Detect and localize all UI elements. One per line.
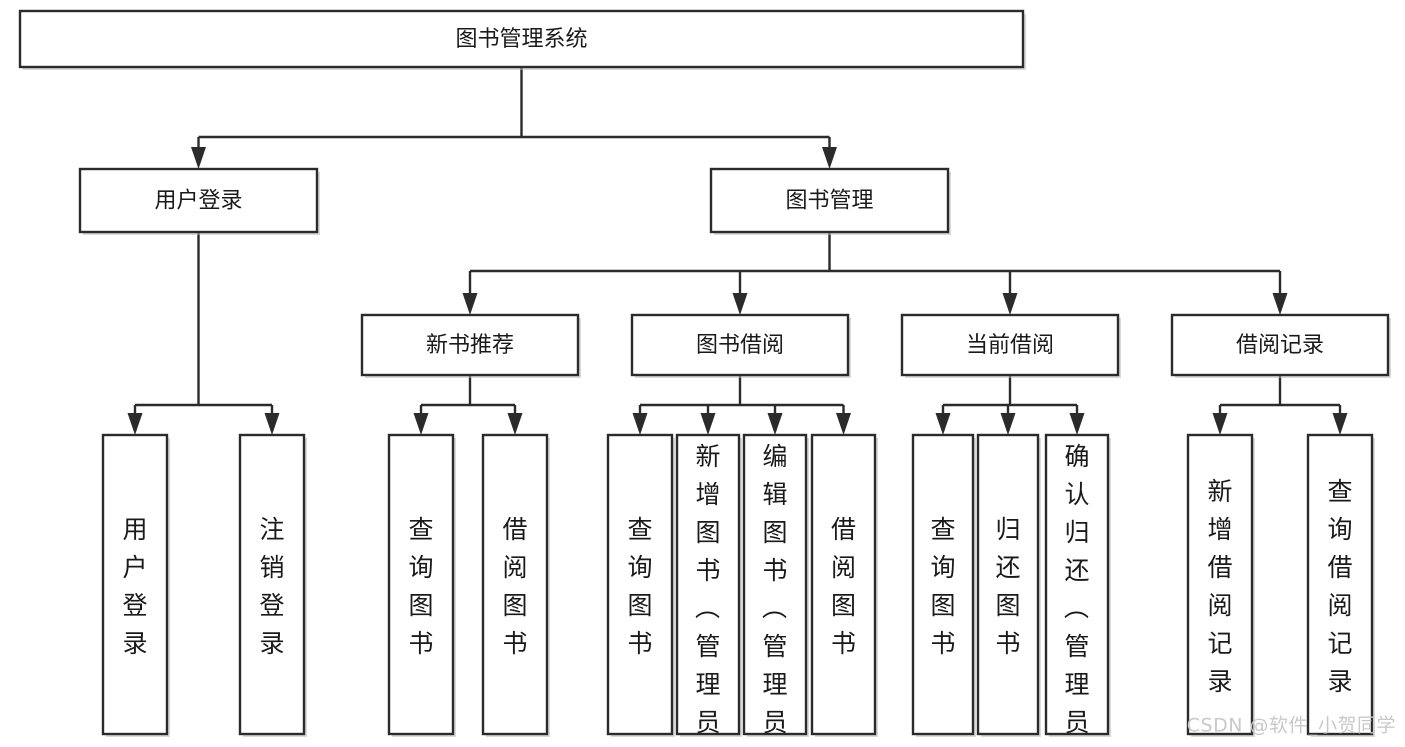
node-label: 查询图书	[930, 515, 955, 658]
node-label: 编辑图书（管理员）	[762, 442, 788, 747]
node-rect[interactable]	[1306, 433, 1374, 736]
node-book-manage[interactable]: 图书管理	[709, 167, 951, 235]
node-rect[interactable]	[1186, 433, 1254, 736]
node-label: 查询图书	[408, 515, 433, 658]
connector-arrowhead	[462, 293, 478, 315]
node-label: 图书管理	[785, 189, 873, 214]
node-leaf-query-book-1[interactable]: 查询图书	[387, 433, 456, 737]
node-label: 用户登录	[154, 189, 242, 214]
connector-arrowhead	[413, 413, 429, 435]
connector-arrowhead	[1069, 413, 1085, 435]
node-label: 归还图书	[995, 515, 1020, 658]
node-rect[interactable]	[360, 313, 580, 377]
node-label: 注销登录	[259, 515, 284, 658]
node-leaf-confirm-return[interactable]: 确认归还（管理员）	[1044, 433, 1111, 747]
node-leaf-logout[interactable]: 注销登录	[238, 433, 307, 737]
node-leaf-add-record[interactable]: 新增借阅记录	[1186, 433, 1255, 737]
node-rect[interactable]	[78, 167, 319, 234]
node-new-book-recommend[interactable]: 新书推荐	[360, 313, 581, 378]
connector-arrowhead	[191, 147, 206, 169]
node-rect[interactable]	[387, 433, 455, 736]
node-rect[interactable]	[742, 433, 808, 736]
nodes-layer: 图书管理系统用户登录图书管理新书推荐图书借阅当前借阅借阅记录用户登录注销登录查询…	[18, 9, 1391, 747]
connector-arrowhead	[1272, 293, 1288, 315]
node-user-login[interactable]: 用户登录	[78, 167, 320, 235]
node-leaf-query-record[interactable]: 查询借阅记录	[1306, 433, 1375, 737]
node-leaf-borrow-book-1[interactable]: 借阅图书	[481, 433, 550, 737]
connector-arrowhead	[822, 147, 837, 169]
node-rect[interactable]	[900, 313, 1120, 377]
node-leaf-edit-book[interactable]: 编辑图书（管理员）	[742, 433, 809, 747]
node-rect[interactable]	[18, 9, 1025, 69]
node-rect[interactable]	[709, 167, 950, 234]
node-leaf-borrow-book-2[interactable]: 借阅图书	[810, 433, 878, 737]
node-label: 新书推荐	[426, 333, 514, 358]
node-label: 新增借阅记录	[1207, 477, 1232, 696]
connector-arrowhead	[935, 413, 951, 435]
node-label: 确认归还（管理员）	[1064, 442, 1090, 747]
node-label: 新增图书（管理员）	[695, 442, 721, 747]
connector-arrowhead	[1002, 293, 1018, 315]
connector-arrowhead	[1332, 413, 1348, 435]
node-leaf-query-book-3[interactable]: 查询图书	[911, 433, 976, 737]
node-rect[interactable]	[810, 433, 877, 736]
node-label: 图书管理系统	[455, 27, 587, 52]
node-rect[interactable]	[976, 433, 1040, 736]
csdn-watermark: CSDN @软件_小贺同学	[1187, 715, 1396, 737]
node-rect[interactable]	[481, 433, 549, 736]
connector-arrowhead	[700, 413, 716, 435]
node-rect[interactable]	[675, 433, 741, 736]
node-rect[interactable]	[630, 313, 850, 377]
connector-arrowhead	[507, 413, 523, 435]
connector-arrowhead	[264, 413, 280, 435]
node-label: 借阅记录	[1236, 333, 1324, 358]
node-rect[interactable]	[238, 433, 306, 736]
node-label: 当前借阅	[966, 333, 1054, 358]
node-label: 借阅图书	[831, 515, 856, 658]
node-leaf-user-login[interactable]: 用户登录	[101, 433, 170, 737]
node-label: 查询图书	[627, 515, 652, 658]
connector-arrowhead	[732, 293, 748, 315]
connector-arrowhead	[1000, 413, 1016, 435]
node-label: 借阅图书	[502, 515, 527, 658]
node-label: 查询借阅记录	[1327, 477, 1352, 696]
connector-arrowhead	[767, 413, 783, 435]
connector-arrowhead	[1212, 413, 1228, 435]
node-label: 用户登录	[122, 515, 147, 658]
connector-arrowhead	[836, 413, 851, 435]
node-leaf-return-book[interactable]: 归还图书	[976, 433, 1041, 737]
node-book-borrow[interactable]: 图书借阅	[630, 313, 851, 378]
node-rect[interactable]	[1044, 433, 1110, 736]
node-rect[interactable]	[606, 433, 674, 736]
connector-arrowhead	[632, 413, 648, 435]
node-label: 图书借阅	[696, 333, 784, 358]
node-leaf-add-book[interactable]: 新增图书（管理员）	[675, 433, 742, 747]
node-rect[interactable]	[101, 433, 169, 736]
connector-arrowhead	[127, 413, 143, 435]
node-rect[interactable]	[1170, 313, 1390, 377]
node-borrow-record[interactable]: 借阅记录	[1170, 313, 1391, 378]
node-rect[interactable]	[911, 433, 975, 736]
edges-layer	[127, 67, 1348, 435]
node-leaf-query-book-2[interactable]: 查询图书	[606, 433, 675, 737]
node-图书管理系统[interactable]: 图书管理系统	[18, 9, 1026, 70]
node-current-borrow[interactable]: 当前借阅	[900, 313, 1121, 378]
